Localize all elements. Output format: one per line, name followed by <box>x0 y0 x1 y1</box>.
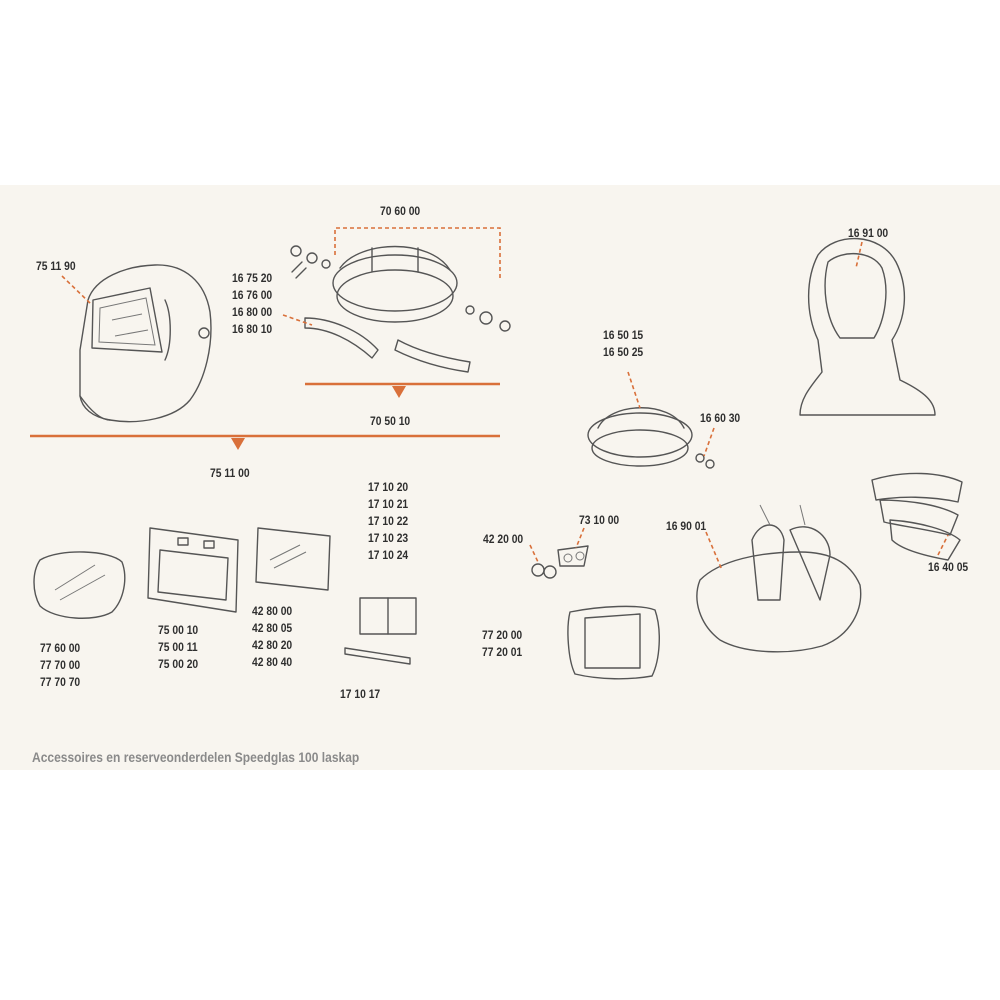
magnifier-drawing <box>531 545 589 579</box>
outer-lens-drawing <box>255 527 331 591</box>
caption: Accessoires en reserveonderdelen Speedgl… <box>32 749 360 765</box>
label-head-cape: 16 90 01 <box>666 519 707 533</box>
label-cover-plates: 17 10 20 17 10 21 17 10 22 17 10 23 17 1… <box>368 480 409 562</box>
leader-169100 <box>855 241 863 269</box>
label-headband-set: 70 60 00 <box>380 204 421 218</box>
leader-165015 <box>627 371 641 409</box>
front-frame-drawing <box>567 605 660 680</box>
headband-alt-drawing <box>587 407 715 469</box>
label-neck-protection: 16 40 05 <box>928 560 969 574</box>
triangle-705010 <box>392 386 406 398</box>
head-cape-drawing <box>696 504 862 653</box>
helmet-drawing <box>79 264 212 423</box>
inner-lens-drawing <box>33 551 126 619</box>
label-magnifier-lenses: 42 20 00 <box>483 532 524 546</box>
adf-filter-drawing <box>147 527 239 613</box>
label-adf-filters: 75 00 10 75 00 11 75 00 20 <box>158 623 199 671</box>
label-sweatbands: 16 75 20 16 76 00 16 80 00 16 80 10 <box>232 271 273 336</box>
leader-166030 <box>703 427 715 457</box>
neck-protection-drawing <box>871 472 963 561</box>
label-headband-knob: 16 60 30 <box>700 411 741 425</box>
headgear-drawing <box>290 245 511 332</box>
cover-plate-drawing <box>344 597 417 665</box>
leader-731000 <box>575 527 585 549</box>
label-front-frame: 77 20 00 77 20 01 <box>482 628 523 659</box>
leader-sweatband <box>282 314 313 326</box>
label-outer-lens: 42 80 00 42 80 05 42 80 20 42 80 40 <box>252 604 293 669</box>
label-magnifier-holder: 73 10 00 <box>579 513 620 527</box>
diagram-panel <box>0 185 1000 770</box>
leader-164005 <box>937 534 949 556</box>
label-helmet-shell: 75 11 90 <box>36 259 76 273</box>
leader-706000 <box>334 227 501 278</box>
label-inner-lens: 77 60 00 77 70 00 77 70 70 <box>40 641 81 689</box>
leader-751190 <box>61 275 93 306</box>
label-complete-helmet: 75 11 00 <box>210 466 250 480</box>
label-plate-holder: 17 10 17 <box>340 687 381 701</box>
sweatband-drawings <box>304 317 471 373</box>
leader-422000 <box>529 544 539 563</box>
hood-drawing <box>799 237 936 416</box>
label-headband-alt: 16 50 15 16 50 25 <box>603 328 644 359</box>
triangle-751100 <box>231 438 245 450</box>
label-hood: 16 91 00 <box>848 226 889 240</box>
leader-169001 <box>705 531 723 571</box>
label-headband-assembly: 70 50 10 <box>370 414 411 428</box>
